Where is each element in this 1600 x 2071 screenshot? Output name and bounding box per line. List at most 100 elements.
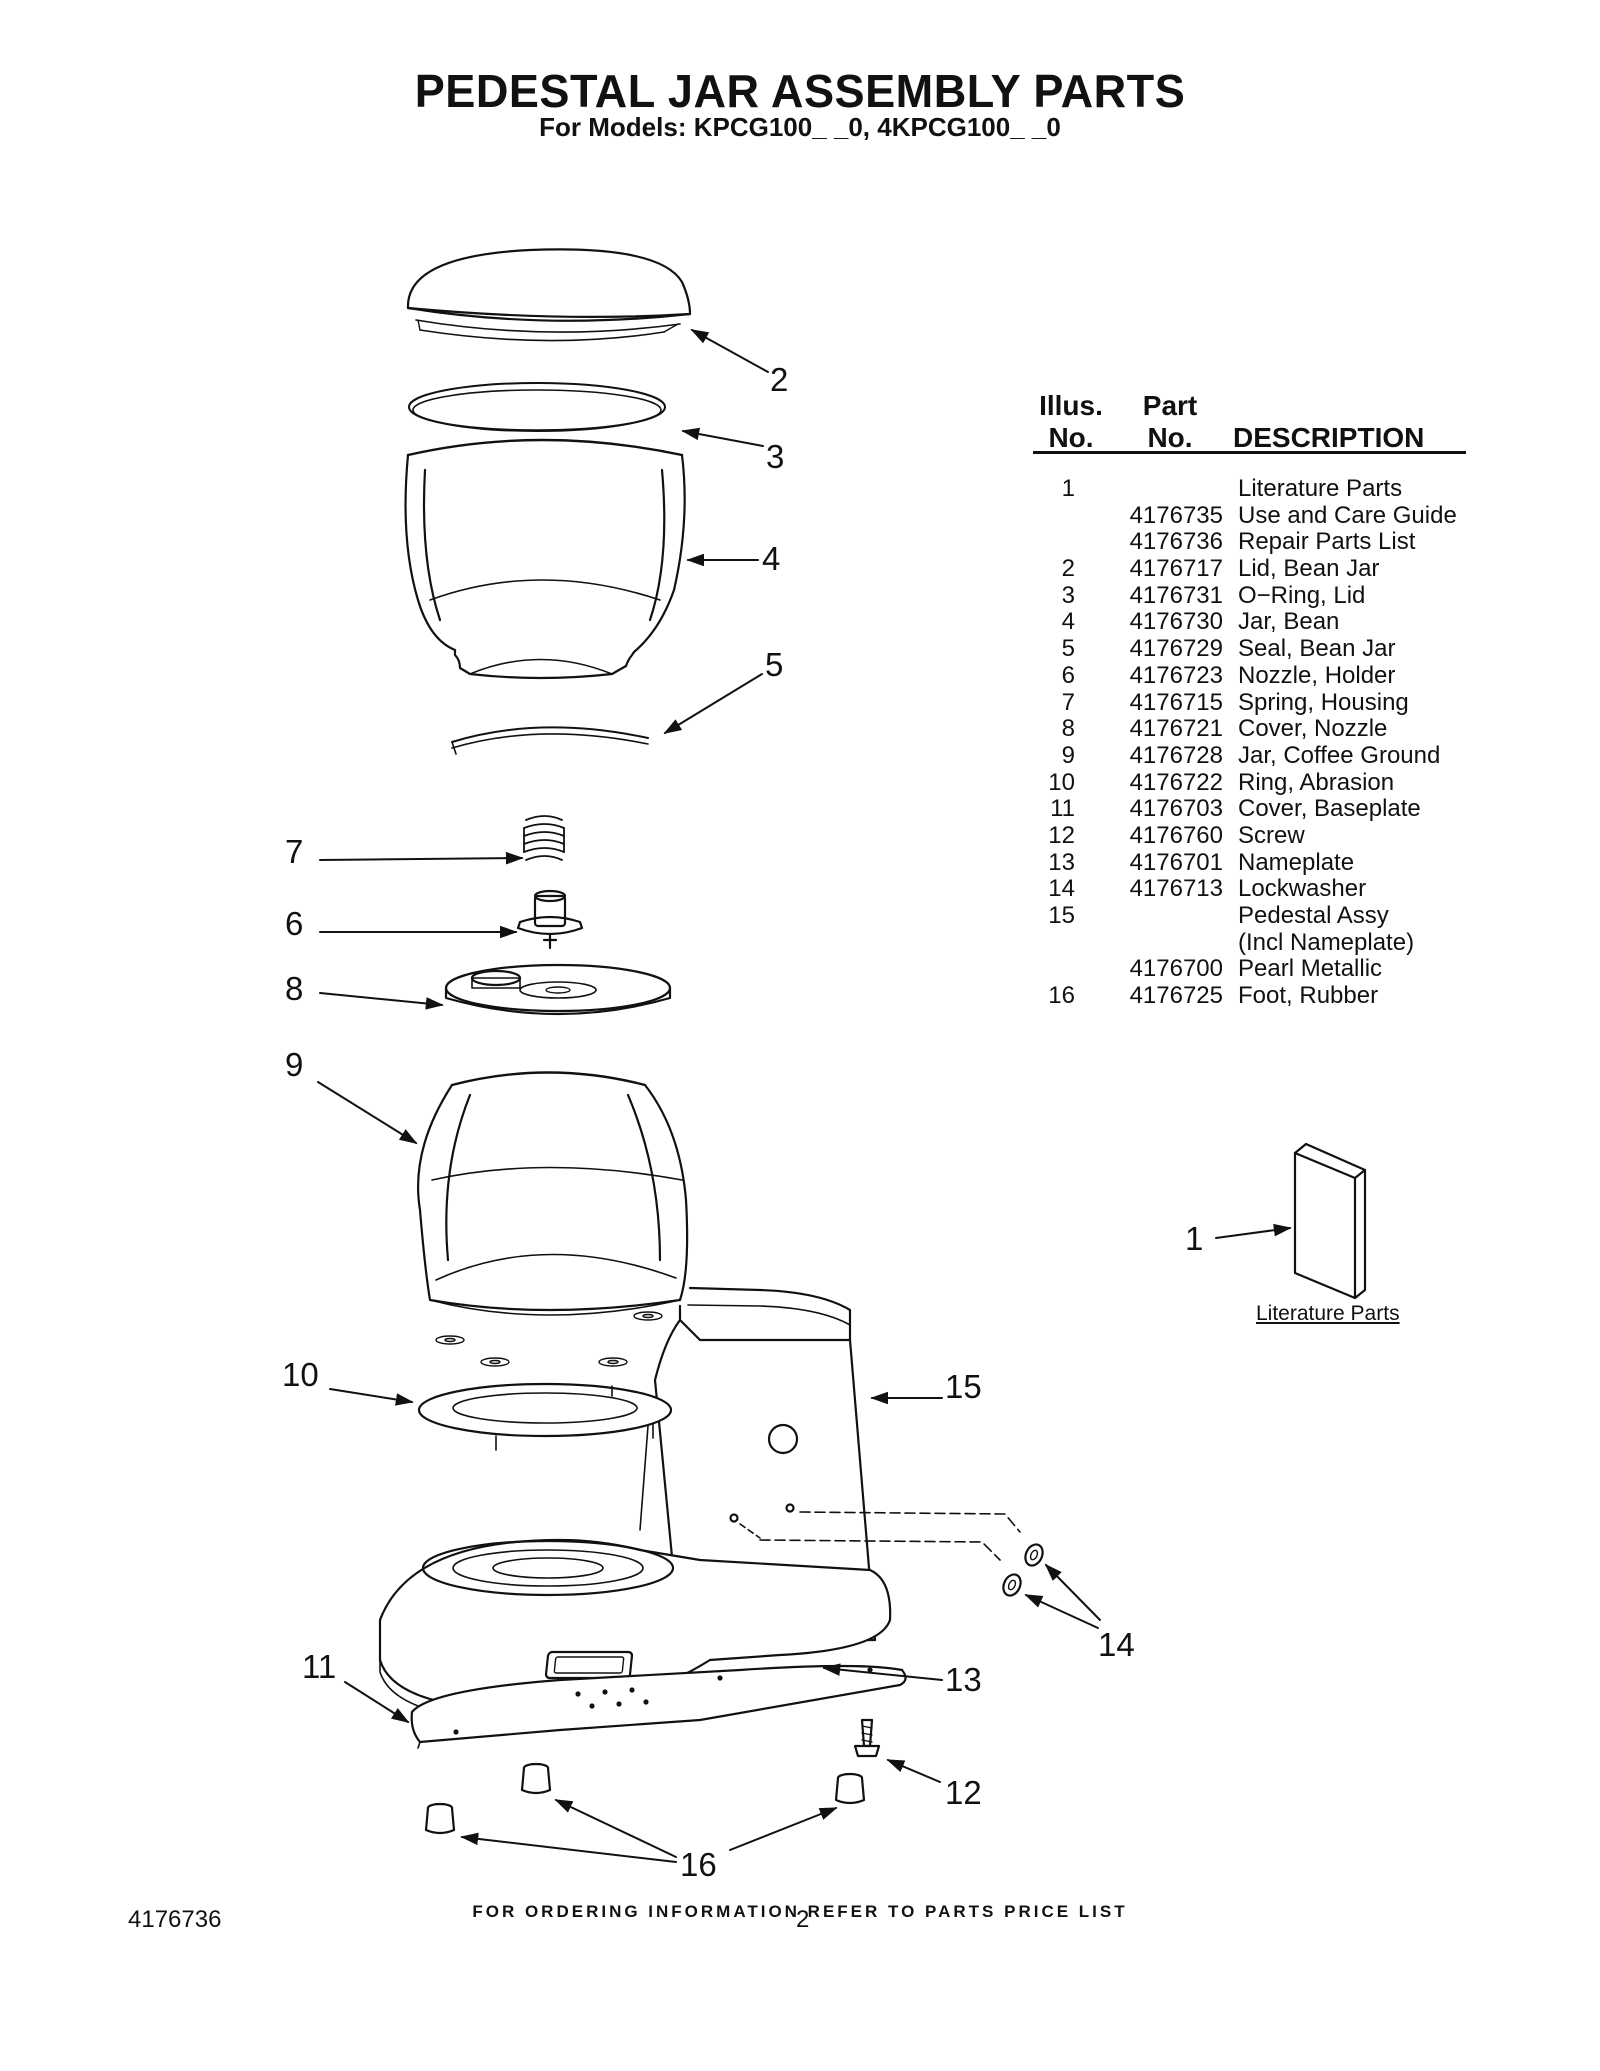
leader-arrows	[317, 329, 1292, 1863]
illus-no-cell: 1	[1061, 475, 1075, 502]
illus-no-cell: 16	[1048, 982, 1075, 1010]
callout-5: 5	[765, 646, 784, 683]
table-row: 6 4176723 Nozzle, Holder	[1033, 661, 1473, 690]
description-cell: Screw	[1238, 821, 1305, 849]
description-cell: Spring, Housing	[1238, 688, 1409, 716]
literature-parts-label: Literature Parts	[1256, 1302, 1400, 1325]
col-header-part: Part No.	[1142, 390, 1198, 453]
part-no-cell: 4176722	[1129, 768, 1223, 796]
description-cell: Cover, Nozzle	[1238, 715, 1388, 743]
ordering-note: FOR ORDERING INFORMATION REFER TO PARTS …	[472, 1902, 1128, 1921]
table-row: 13 4176701 Nameplate	[1033, 848, 1473, 877]
part-no-cell: 4176728	[1129, 741, 1223, 769]
part-no-cell: 4176723	[1129, 661, 1223, 689]
lockwashers-part	[1002, 1543, 1044, 1597]
callout-15: 15	[945, 1368, 982, 1405]
description-cell: O−Ring, Lid	[1238, 581, 1366, 609]
description-cell: Ring, Abrasion	[1238, 768, 1395, 796]
table-row: 2 4176717 Lid, Bean Jar	[1033, 555, 1473, 583]
rubber-feet-part	[424, 1762, 866, 1835]
part-no-cell: 4176713	[1129, 875, 1223, 903]
page-subtitle: For Models: KPCG100_ _0, 4KPCG100_ _0	[539, 112, 1061, 142]
table-row: 4 4176730 Jar, Bean	[1033, 609, 1473, 636]
callout-8: 8	[285, 970, 304, 1007]
callout-10: 10	[282, 1356, 319, 1393]
callout-12: 12	[945, 1774, 982, 1811]
description-cell: Jar, Bean	[1238, 608, 1340, 636]
illus-no-cell: 11	[1050, 795, 1075, 823]
description-cell: Pearl Metallic	[1238, 955, 1383, 983]
pedestal-part	[378, 1286, 1021, 1723]
description-cell: Nameplate	[1238, 848, 1355, 876]
part-no-cell: 4176717	[1129, 555, 1223, 583]
illus-no-cell: 12	[1048, 821, 1075, 849]
bean-jar-seal-part	[451, 726, 649, 755]
coffee-ground-jar-part	[417, 1071, 689, 1316]
illus-no-cell: 4	[1061, 608, 1075, 636]
description-cell: Foot, Rubber	[1238, 982, 1379, 1010]
col-header-description: DESCRIPTION	[1233, 422, 1425, 453]
callout-2: 2	[770, 361, 789, 398]
table-row: 12 4176760 Screw	[1033, 821, 1473, 850]
description-cell: (Incl Nameplate)	[1238, 928, 1415, 956]
table-row: 10 4176722 Ring, Abrasion	[1033, 768, 1473, 797]
description-cell: Use and Care Guide	[1238, 501, 1457, 529]
description-cell: Lockwasher	[1238, 875, 1367, 903]
part-no-cell: 4176760	[1129, 821, 1223, 849]
description-cell: Literature Parts	[1238, 475, 1403, 502]
abrasion-ring-part	[417, 1382, 673, 1451]
callout-16: 16	[680, 1846, 717, 1883]
bean-jar-lid-part	[406, 248, 692, 342]
callout-13: 13	[945, 1661, 982, 1698]
description-cell: Pedestal Assy	[1238, 902, 1389, 929]
part-no-cell: 4176731	[1129, 581, 1223, 609]
illus-no-cell: 9	[1061, 741, 1075, 769]
col-header-illus: Illus. No.	[1039, 390, 1103, 453]
housing-spring-part	[523, 815, 565, 861]
lid-o-ring-part	[408, 382, 666, 432]
illus-no-cell: 2	[1061, 555, 1075, 583]
callout-7: 7	[285, 833, 304, 870]
illus-no-cell: 14	[1048, 875, 1075, 903]
bumper-dots	[435, 1311, 663, 1367]
illus-no-cell: 13	[1048, 848, 1075, 876]
description-cell: Seal, Bean Jar	[1238, 635, 1396, 663]
nozzle-holder-part	[516, 889, 584, 950]
illus-no-cell: 6	[1061, 661, 1075, 689]
page-title: PEDESTAL JAR ASSEMBLY PARTS	[414, 65, 1186, 117]
callout-3: 3	[766, 438, 785, 475]
nozzle-cover-part	[444, 963, 672, 1016]
baseplate-cover-part	[410, 1664, 907, 1749]
table-row: 1 Literature Parts	[1033, 475, 1473, 503]
table-row: 9 4176728 Jar, Coffee Ground	[1033, 741, 1473, 770]
description-cell: Jar, Coffee Ground	[1238, 741, 1441, 769]
part-no-cell: 4176715	[1129, 688, 1223, 716]
part-no-cell: 4176730	[1129, 608, 1223, 636]
callout-11: 11	[302, 1648, 337, 1685]
part-no-cell: 4176736	[1129, 528, 1223, 556]
nameplate-part	[544, 1650, 634, 1680]
screw-part	[853, 1718, 881, 1758]
illus-no-cell: 15	[1048, 902, 1075, 929]
bean-jar-part	[404, 438, 686, 680]
part-no-cell: 4176701	[1129, 848, 1223, 876]
description-cell: Lid, Bean Jar	[1238, 555, 1380, 583]
description-cell: Nozzle, Holder	[1238, 661, 1396, 689]
callout-6: 6	[285, 905, 304, 942]
table-row: 15 Pedestal Assy	[1033, 902, 1473, 930]
illus-no-cell: 10	[1048, 768, 1075, 796]
table-row: (Incl Nameplate)	[1033, 928, 1473, 957]
callout-4: 4	[762, 540, 781, 577]
document-number: 4176736	[128, 1906, 222, 1933]
